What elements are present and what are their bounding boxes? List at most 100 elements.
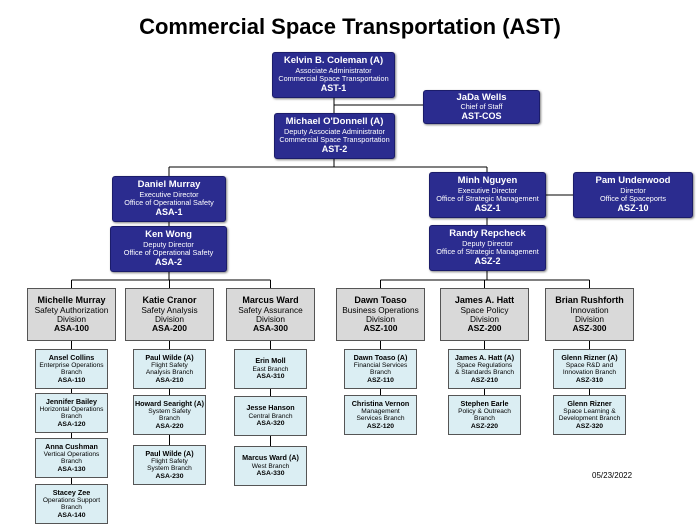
person-name: Stephen Earle xyxy=(460,398,509,408)
person-name: Minh Nguyen xyxy=(457,175,518,187)
position-title: Deputy Associate Administrator xyxy=(284,127,385,137)
position-title: Space Policy xyxy=(460,304,509,315)
position-title: Development Branch xyxy=(558,415,621,423)
person-name: Paul Wilde (A) xyxy=(145,448,194,458)
position-title: Analysis Branch xyxy=(145,369,194,377)
person-name: Erin Moll xyxy=(255,356,286,366)
person-name: Michelle Murray xyxy=(37,295,106,306)
routing-code: ASZ-2 xyxy=(474,256,501,267)
position-title: Business Operations xyxy=(342,304,419,315)
person-name: Paul Wilde (A) xyxy=(145,352,194,362)
position-title: Executive Director xyxy=(139,190,199,200)
position-title: Branch xyxy=(61,504,82,512)
routing-code: ASZ-10 xyxy=(617,203,649,214)
person-name: Marcus Ward (A) xyxy=(242,453,299,463)
routing-code: AST-2 xyxy=(321,144,348,155)
routing-code: ASZ-310 xyxy=(575,376,604,384)
position-title: Management xyxy=(361,407,400,415)
routing-code: ASA-220 xyxy=(155,422,184,430)
person-name: Dawn Toaso (A) xyxy=(353,352,408,362)
position-title: Operations Support xyxy=(42,496,101,504)
position-title: Enterprise Operations xyxy=(39,361,104,369)
person-name: Ken Wong xyxy=(145,229,192,241)
position-title: Financial Services xyxy=(353,361,408,369)
person-name: Randy Repcheck xyxy=(449,228,526,240)
position-title: Space Regulations xyxy=(456,361,513,369)
routing-code: ASA-300 xyxy=(253,323,288,334)
routing-code: ASA-230 xyxy=(155,472,184,480)
position-title: Space Learning & xyxy=(563,407,616,415)
routing-code: ASA-1 xyxy=(155,207,183,218)
person-name: James A. Hatt xyxy=(454,295,515,306)
routing-code: ASA-310 xyxy=(256,372,285,380)
position-title: Division xyxy=(365,313,396,324)
position-title: Executive Director xyxy=(457,186,518,196)
position-title: Horizontal Operations xyxy=(39,405,104,413)
position-title: Division xyxy=(574,313,605,324)
chart-title: Commercial Space Transportation (AST) xyxy=(139,14,561,39)
person-name: Pam Underwood xyxy=(595,175,671,187)
routing-code: ASA-130 xyxy=(57,465,86,473)
person-name: Glenn Rizner (A) xyxy=(561,352,618,362)
position-title: Office of Strategic Management xyxy=(436,194,539,204)
position-title: Division xyxy=(56,313,87,324)
position-title: Deputy Director xyxy=(462,239,513,249)
person-name: Katie Cranor xyxy=(142,295,197,306)
routing-code: ASZ-1 xyxy=(474,203,501,214)
position-title: Policy & Outreach xyxy=(458,407,511,415)
branch-box-asz-210: James A. Hatt (A)Space Regulations& Stan… xyxy=(448,349,521,389)
routing-code: ASA-320 xyxy=(256,419,285,427)
position-title: Division xyxy=(255,313,286,324)
person-name: Jesse Hanson xyxy=(246,403,295,413)
exec-box-ast1: Kelvin B. Coleman (A)Associate Administr… xyxy=(272,52,395,98)
position-title: Associate Administrator xyxy=(295,66,372,76)
person-name: Ansel Collins xyxy=(48,352,95,362)
position-title: Services Branch xyxy=(356,415,405,423)
person-name: Marcus Ward xyxy=(242,295,299,306)
person-name: Kelvin B. Coleman (A) xyxy=(283,55,384,67)
routing-code: ASA-110 xyxy=(57,376,86,384)
person-name: James A. Hatt (A) xyxy=(454,352,515,362)
position-title: Innovation Branch xyxy=(562,369,617,377)
position-title: Commercial Space Transportation xyxy=(279,135,390,145)
position-title: Branch xyxy=(159,415,180,423)
routing-code: ASZ-220 xyxy=(470,422,499,430)
position-title: Branch xyxy=(474,415,495,423)
position-title: Central Branch xyxy=(248,412,293,420)
person-name: Christina Vernon xyxy=(351,398,410,408)
person-name: Jennifer Bailey xyxy=(45,396,98,406)
position-title: Office of Strategic Management xyxy=(436,247,539,257)
routing-code: ASZ-200 xyxy=(467,323,502,334)
position-title: Division xyxy=(154,313,185,324)
position-title: Innovation xyxy=(570,304,609,315)
position-title: Vertical Operations xyxy=(43,450,100,458)
position-title: Office of Spaceports xyxy=(600,194,666,204)
person-name: Howard Searight (A) xyxy=(134,398,205,408)
routing-code: ASZ-320 xyxy=(575,422,604,430)
routing-code: ASZ-100 xyxy=(363,323,398,334)
routing-code: ASZ-110 xyxy=(367,376,394,384)
position-title: Office of Operational Safety xyxy=(124,198,214,208)
routing-code: ASZ-210 xyxy=(470,376,499,384)
routing-code: ASA-330 xyxy=(256,469,285,477)
exec-box-ast2: Michael O'Donnell (A)Deputy Associate Ad… xyxy=(274,113,395,159)
person-name: Michael O'Donnell (A) xyxy=(285,116,384,128)
